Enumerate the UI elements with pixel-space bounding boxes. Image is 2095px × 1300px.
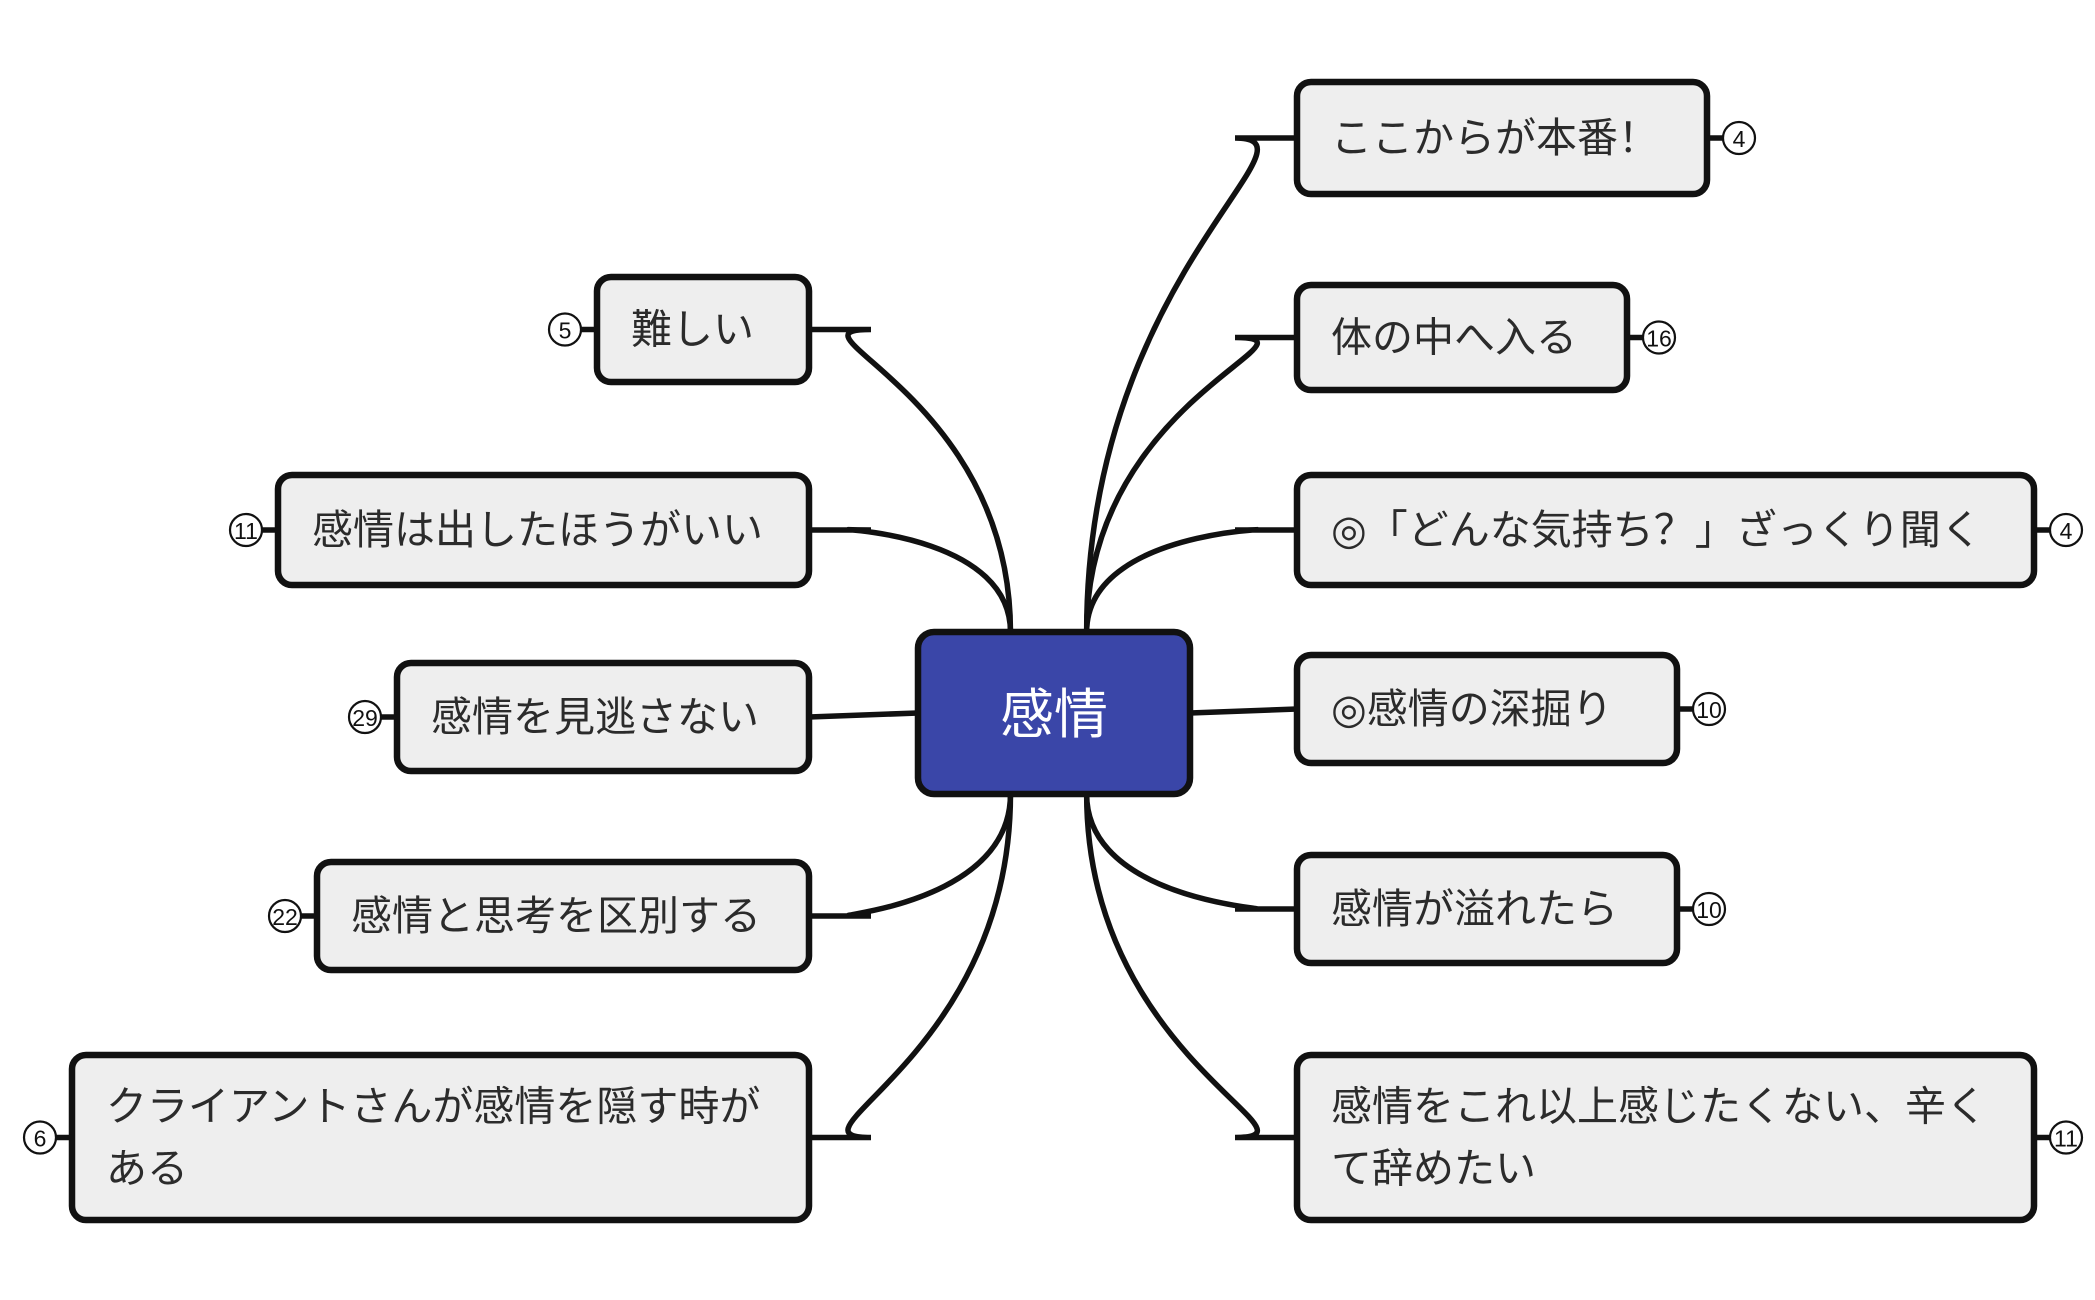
collapse-count-label: 4 bbox=[1733, 126, 1746, 152]
mindmap-node[interactable]: 感情と思考を区別する 22 bbox=[267, 858, 813, 974]
collapse-count-badge[interactable] bbox=[2048, 512, 2084, 548]
node-label: ◎感情の深掘り bbox=[1331, 686, 1613, 732]
node-box[interactable] bbox=[1293, 1051, 2038, 1224]
collapse-count-label: 10 bbox=[1696, 697, 1722, 723]
collapse-count-label: 22 bbox=[272, 904, 298, 930]
collapse-count-label: 11 bbox=[234, 518, 258, 544]
mindmap-center-node[interactable]: 感情 bbox=[914, 628, 1194, 798]
collapse-count-badge[interactable] bbox=[267, 898, 303, 934]
mindmap-node[interactable]: 難しい 5 bbox=[547, 273, 813, 386]
edge-center-to-n-mou-kanjitakunai bbox=[1083, 793, 1297, 1141]
edge-center-to-n-karada-no-naka bbox=[1083, 334, 1297, 633]
collapse-count-badge[interactable] bbox=[1691, 891, 1727, 927]
edge-center-to-n-dashita-hou-ga-ii bbox=[809, 526, 1014, 633]
center-node-label: 感情 bbox=[1000, 685, 1108, 745]
node-label: ここからが本番！ bbox=[1331, 115, 1659, 161]
node-label: 感情と思考を区別する bbox=[351, 893, 761, 939]
collapse-count-label: 10 bbox=[1696, 897, 1722, 923]
edge-center-to-n-kanjo-fukabori bbox=[1189, 706, 1298, 716]
node-label: 体の中へ入る bbox=[1331, 315, 1577, 361]
edges-layer bbox=[808, 135, 1298, 1141]
collapse-count-badge[interactable] bbox=[228, 512, 264, 548]
node-box[interactable] bbox=[68, 1051, 813, 1224]
edge-center-to-n-minogasanai bbox=[808, 710, 919, 720]
node-label: 感情をこれ以上感じたくない、辛く bbox=[1331, 1084, 1987, 1130]
edge-center-to-n-kubetsu-suru bbox=[809, 793, 1014, 919]
node-label: ◎「どんな気持ち？」ざっくり聞く bbox=[1331, 507, 1982, 553]
center-node-box[interactable] bbox=[914, 628, 1194, 798]
edge-center-to-n-koko-kara bbox=[1083, 135, 1297, 633]
collapse-count-label: 6 bbox=[34, 1126, 47, 1152]
collapse-count-badge[interactable] bbox=[1641, 320, 1677, 355]
mindmap-node[interactable]: 感情は出したほうがいい 11 bbox=[228, 471, 813, 589]
node-label: ある bbox=[106, 1146, 188, 1192]
collapse-count-badge[interactable] bbox=[547, 312, 583, 347]
collapse-count-badge[interactable] bbox=[22, 1120, 58, 1155]
edge-center-to-n-muzukashii bbox=[809, 326, 1014, 633]
mindmap-node[interactable]: 体の中へ入る 16 bbox=[1293, 281, 1677, 394]
mindmap-node[interactable]: 感情を見逃さない 29 bbox=[347, 659, 813, 775]
collapse-count-label: 4 bbox=[2060, 518, 2073, 544]
collapse-count-label: 16 bbox=[1646, 326, 1672, 352]
collapse-count-label: 5 bbox=[559, 318, 572, 344]
nodes-layer: ここからが本番！ 4 体の中へ入る 16 ◎「どんな気持ち？」ざっくり聞く 4 ◎感情の深掘… bbox=[22, 78, 2084, 1224]
node-label: 感情は出したほうがいい bbox=[312, 507, 763, 553]
mindmap-node[interactable]: ◎感情の深掘り 10 bbox=[1293, 651, 1727, 767]
edge-center-to-n-client-kakusu bbox=[809, 793, 1014, 1141]
collapse-count-badge[interactable] bbox=[1721, 120, 1757, 156]
node-label: 感情を見逃さない bbox=[431, 694, 759, 740]
node-label: 感情が溢れたら bbox=[1331, 886, 1618, 932]
collapse-count-label: 11 bbox=[2054, 1126, 2078, 1152]
mindmap-node[interactable]: ◎「どんな気持ち？」ざっくり聞く 4 bbox=[1293, 471, 2084, 589]
node-label: 難しい bbox=[631, 307, 754, 353]
node-label: て辞めたい bbox=[1331, 1146, 1536, 1192]
collapse-count-badge[interactable] bbox=[1691, 691, 1727, 727]
edge-center-to-n-donna-kimochi bbox=[1083, 526, 1297, 633]
collapse-count-badge[interactable] bbox=[347, 699, 383, 735]
node-label: クライアントさんが感情を隠す時が bbox=[106, 1084, 760, 1130]
mindmap-node[interactable]: 感情が溢れたら 10 bbox=[1293, 851, 1727, 967]
edge-center-to-n-kanjo-afuretara bbox=[1083, 793, 1297, 912]
collapse-count-label: 29 bbox=[352, 705, 378, 731]
mindmap-node[interactable]: ここからが本番！ 4 bbox=[1293, 78, 1757, 198]
collapse-count-badge[interactable] bbox=[2048, 1120, 2084, 1155]
